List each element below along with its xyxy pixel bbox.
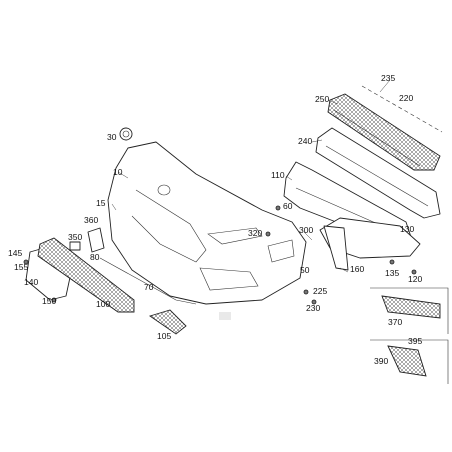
callout-145: 145	[8, 248, 23, 258]
callout-155: 155	[14, 262, 29, 272]
callout-100: 100	[96, 299, 111, 309]
leader-lines	[111, 79, 391, 273]
callout-80: 80	[90, 252, 100, 262]
callout-395: 395	[408, 336, 423, 346]
crossmember-240	[315, 127, 441, 219]
callout-130: 130	[400, 224, 415, 234]
callout-135: 135	[385, 268, 400, 278]
callout-235: 235	[381, 73, 396, 83]
callout-105: 105	[157, 331, 172, 341]
screw-60	[275, 205, 281, 211]
callout-160: 160	[350, 264, 365, 274]
screw-230	[311, 299, 317, 305]
callout-240: 240	[298, 136, 313, 146]
callout-350: 350	[68, 232, 83, 242]
callout-70: 70	[144, 282, 154, 292]
callout-360: 360	[84, 215, 99, 225]
callout-390: 390	[374, 356, 389, 366]
callout-220: 220	[399, 93, 414, 103]
callout-50: 50	[300, 265, 310, 275]
callout-140: 140	[24, 277, 39, 287]
callout-370: 370	[388, 317, 403, 327]
callout-15: 15	[96, 198, 106, 208]
trim-strip-235	[361, 85, 443, 133]
callout-150: 150	[42, 296, 57, 306]
callout-250: 250	[315, 94, 330, 104]
bracket-360	[87, 227, 105, 253]
callout-225: 225	[313, 286, 328, 296]
callout-300: 300	[299, 225, 314, 235]
callout-60: 60	[283, 201, 293, 211]
lower-trim-70	[99, 257, 197, 305]
bumper-cover-10	[107, 141, 307, 305]
screw-120	[411, 269, 417, 275]
screw-225	[303, 289, 309, 295]
callout-30: 30	[107, 132, 117, 142]
callout-10: 10	[113, 167, 123, 177]
clip-350	[69, 241, 81, 251]
screw-135	[389, 259, 395, 265]
callout-110: 110	[271, 170, 285, 180]
screw-320	[265, 231, 271, 237]
callout-320: 320	[248, 228, 263, 238]
inset-390	[370, 339, 449, 384]
upper-grille-250	[327, 93, 441, 171]
lower-grille-100	[37, 237, 135, 313]
inset-370	[370, 287, 449, 334]
screw-145	[23, 259, 29, 265]
screw-150	[51, 297, 57, 303]
side-bracket-160	[323, 225, 349, 271]
callout-80-highlight	[219, 312, 231, 320]
small-grille-105	[148, 309, 187, 335]
callout-230: 230	[306, 303, 321, 313]
callout-120: 120	[408, 274, 423, 284]
emblem-30	[119, 127, 133, 141]
